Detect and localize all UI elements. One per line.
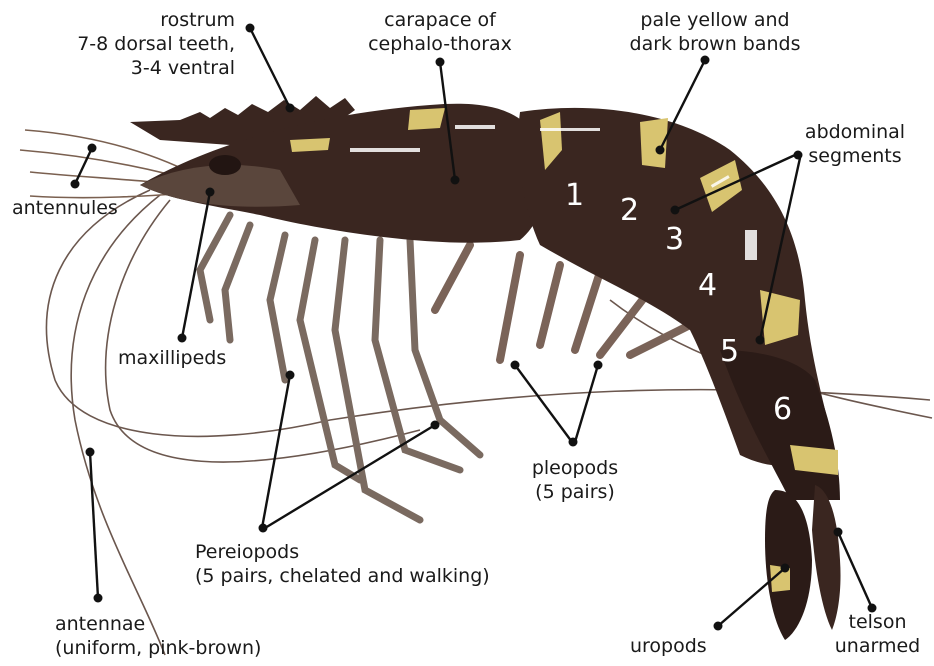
label-bands: pale yellow and dark brown bands — [600, 8, 830, 56]
telson-shape — [812, 485, 841, 630]
label-telson: telson unarmed — [825, 610, 930, 658]
label-pereiopods: Pereiopods (5 pairs, chelated and walkin… — [195, 540, 490, 588]
segment-number-2: 2 — [620, 193, 639, 228]
uropods-shape — [765, 490, 812, 640]
segment-number-3: 3 — [665, 222, 684, 257]
label-pleopods: pleopods (5 pairs) — [505, 456, 645, 504]
label-rostrum: rostrum 7-8 dorsal teeth, 3-4 ventral — [30, 8, 235, 80]
label-abdominal-segments: abdominal segments — [785, 120, 925, 168]
label-antennae: antennae (uniform, pink-brown) — [55, 612, 261, 660]
segment-number-1: 1 — [565, 178, 584, 213]
segment-number-6: 6 — [773, 392, 792, 427]
segment-number-5: 5 — [720, 334, 739, 369]
label-maxillipeds: maxillipeds — [118, 346, 226, 370]
pereiopods-shape — [200, 215, 480, 520]
segment-number-4: 4 — [698, 268, 717, 303]
eye-shape — [209, 155, 241, 175]
label-antennules: antennules — [12, 196, 118, 220]
label-carapace: carapace of cephalo-thorax — [340, 8, 540, 56]
label-uropods: uropods — [630, 634, 707, 658]
